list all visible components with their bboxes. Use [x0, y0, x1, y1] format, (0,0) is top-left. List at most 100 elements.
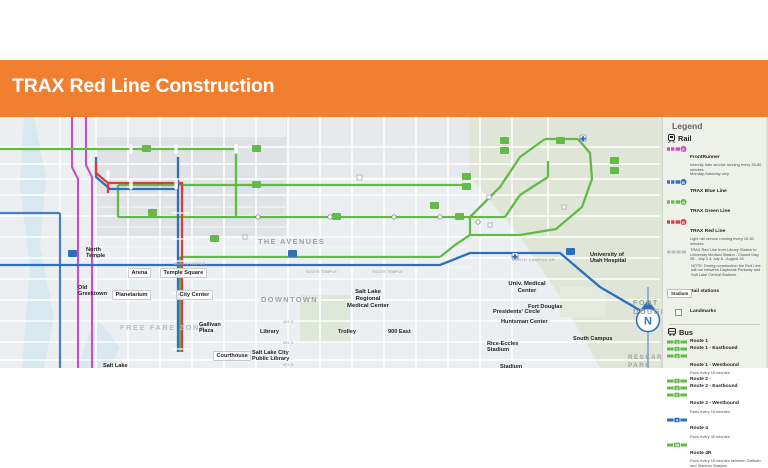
legend-item-route-2: 2 Route 2: [667, 377, 762, 384]
train-icon: [668, 134, 675, 143]
street-label-south-temple-1: SOUTH TEMPLE: [306, 270, 338, 274]
landmark-square-icon: [667, 303, 687, 321]
legend-section-bus: Bus: [668, 328, 762, 337]
svg-text:2: 2: [676, 387, 678, 391]
street-label-400-s: 400 S: [283, 320, 294, 324]
legend-route-2-westbound-name: Route 2 - Westbound: [690, 401, 739, 407]
legend-divider: [669, 323, 760, 325]
station-trolley[interactable]: Trolley: [338, 329, 357, 335]
legend-trax-red-name: TRAX Red Line: [690, 228, 726, 234]
legend-route-2-eastbound-name: Route 2 - Eastbound: [690, 384, 738, 390]
svg-text:R: R: [682, 220, 685, 225]
station-old-greektown[interactable]: Old Greektown: [78, 285, 107, 297]
landmark-huntsman-center: Huntsman Center: [501, 319, 548, 325]
legend-route-1-eastbound-name: Route 1 - Eastbound: [690, 345, 738, 351]
street-label-500-s: 500 S: [283, 341, 294, 345]
legend-landmarks-label: Landmarks: [690, 308, 717, 314]
landmark-university-of-utah-hospital: University of Utah Hospital: [590, 252, 627, 264]
route-2-eastbound-swatch-icon: 2: [667, 385, 687, 391]
station-stadium[interactable]: Stadium: [500, 364, 523, 368]
svg-text:4R: 4R: [675, 443, 680, 447]
frontrunner-line-swatch-icon: F: [667, 145, 687, 152]
legend-route-4-frequency: Runs every 30 minutes: [690, 433, 730, 439]
legend-trax-blue-name: TRAX Blue Line: [690, 188, 727, 194]
route-2-swatch-icon: 2: [667, 378, 687, 384]
legend-rail-note: NOTE: During construction the Red Line w…: [691, 262, 761, 278]
area-label-avenues: THE AVENUES: [258, 237, 326, 246]
page-title: TRAX Red Line Construction: [12, 75, 275, 97]
svg-text:1: 1: [676, 355, 678, 359]
area-label-downtown: DOWNTOWN: [261, 295, 319, 304]
legend-frontrunner-name: FrontRunner: [690, 155, 720, 160]
street-label-south-temple-2: SOUTH TEMPLE: [372, 270, 404, 274]
station-univ-medical-center[interactable]: Univ. Medical Center: [508, 281, 546, 294]
svg-text:2: 2: [676, 380, 678, 384]
legend-item-route-4r: 4R Route 4R Runs every 15 minutes betwee…: [667, 441, 762, 468]
legend-route-2-frequency: Runs every 15 minutes: [690, 408, 730, 414]
street-label-north-campus-dr: NORTH CAMPUS DR: [512, 258, 556, 262]
legend-route-1-frequency: Runs every 15 minutes: [690, 369, 730, 375]
legend-item-route-2-westbound: 2 Route 2 - Westbound Runs every 15 minu…: [667, 391, 762, 414]
street-label-600-s: 600 S: [283, 363, 294, 367]
svg-text:B: B: [682, 180, 685, 185]
transit-map[interactable]: N FREE FARE ZONE THE AVENUES DOWNTOWN SA…: [0, 117, 768, 368]
legend-route-2-name: Route 2: [690, 377, 708, 383]
svg-text:F: F: [682, 147, 685, 152]
rail-station-badge-icon: Stadium: [667, 282, 693, 300]
route-1-westbound-swatch-icon: 1: [667, 353, 687, 360]
landmark-presidents-circle: Presidents' Circle: [493, 309, 541, 315]
legend-item-frontrunner: F FrontRunner Intercity train service ru…: [667, 145, 762, 177]
map-graphics: N: [0, 117, 768, 368]
legend-item-trax-blue: B TRAX Blue Line: [667, 179, 762, 197]
trax-green-line-swatch-icon: G: [667, 199, 687, 206]
flyer-page: TRAX Red Line Construction May 24 – July…: [0, 60, 768, 468]
station-fort-douglas[interactable]: Fort Douglas: [528, 304, 563, 310]
svg-text:1: 1: [676, 341, 678, 345]
legend-item-route-1-westbound: 1 Route 1 - Westbound Runs every 15 minu…: [667, 353, 762, 376]
legend-route-4-name: Route 4: [690, 426, 708, 432]
legend-route-4r-name: Route 4R: [690, 451, 712, 457]
trax-blue-line-swatch-icon: B: [667, 179, 687, 186]
station-arena[interactable]: Arena: [128, 268, 151, 279]
svg-text:G: G: [682, 200, 685, 205]
legend-route-4r-frequency: Runs every 15 minutes between Gallivan a…: [690, 458, 761, 468]
legend-rail-stations-label: Rail stations: [690, 288, 720, 294]
station-south-campus[interactable]: South Campus: [573, 336, 613, 342]
legend-item-rail-stations: Stadium Rail stations: [667, 282, 762, 301]
landmark-rice-eccles-stadium: Rice-Eccles Stadium: [487, 341, 519, 353]
legend-panel: Legend Rail F FrontRu: [662, 117, 766, 468]
station-courthouse[interactable]: Courthouse: [213, 351, 252, 362]
legend-trax-green-name: TRAX Green Line: [690, 208, 731, 214]
station-salt-lake-central[interactable]: Salt Lake Central: [103, 363, 128, 368]
bus-icon: [668, 328, 676, 336]
svg-text:1: 1: [676, 348, 678, 352]
station-gallivan-plaza[interactable]: Gallivan Plaza: [199, 322, 221, 334]
route-1-swatch-icon: 1: [667, 339, 687, 346]
rail-station-sample-label: Stadium: [667, 289, 693, 299]
landmark-salt-lake-city-public-library: Salt Lake City Public Library: [252, 350, 290, 362]
route-4r-swatch-icon: 4R: [667, 441, 687, 448]
legend-route-1-westbound-name: Route 1 - Westbound: [690, 362, 739, 368]
station-north-temple[interactable]: North Temple: [86, 247, 106, 259]
route-2-westbound-swatch-icon: 2: [667, 392, 687, 398]
legend-section-rail: Rail: [668, 134, 762, 143]
legend-item-route-1-eastbound: 1 Route 1 - Eastbound: [667, 346, 762, 353]
station-temple-square[interactable]: Temple Square: [160, 268, 207, 279]
legend-item-landmarks: Landmarks: [667, 302, 762, 321]
street-label-north-temple: NORTH TEMPLE: [174, 262, 206, 266]
station-library[interactable]: Library: [260, 329, 279, 335]
route-1-eastbound-swatch-icon: 1: [667, 346, 687, 353]
legend-item-route-2-eastbound: 2 Route 2 - Eastbound: [667, 384, 762, 391]
area-label-research-park: RESEARCH PARK: [628, 354, 676, 368]
legend-trax-red-closed-desc: TRAX Red Line from Library Station to Un…: [690, 247, 759, 262]
legend-item-trax-red: R TRAX Red Line Light rail service runni…: [667, 219, 762, 246]
free-fare-zone-label: FREE FARE ZONE: [120, 323, 207, 332]
station-city-center[interactable]: City Center: [176, 290, 213, 301]
legend-bus-label: Bus: [679, 327, 693, 337]
legend-title: Legend: [672, 121, 703, 131]
station-900-east[interactable]: 900 East: [388, 329, 411, 335]
svg-text:N: N: [644, 316, 652, 328]
legend-rail-label: Rail: [678, 134, 692, 143]
station-planetarium[interactable]: Planetarium: [112, 290, 152, 301]
closed-segment-swatch-icon: [667, 248, 687, 255]
